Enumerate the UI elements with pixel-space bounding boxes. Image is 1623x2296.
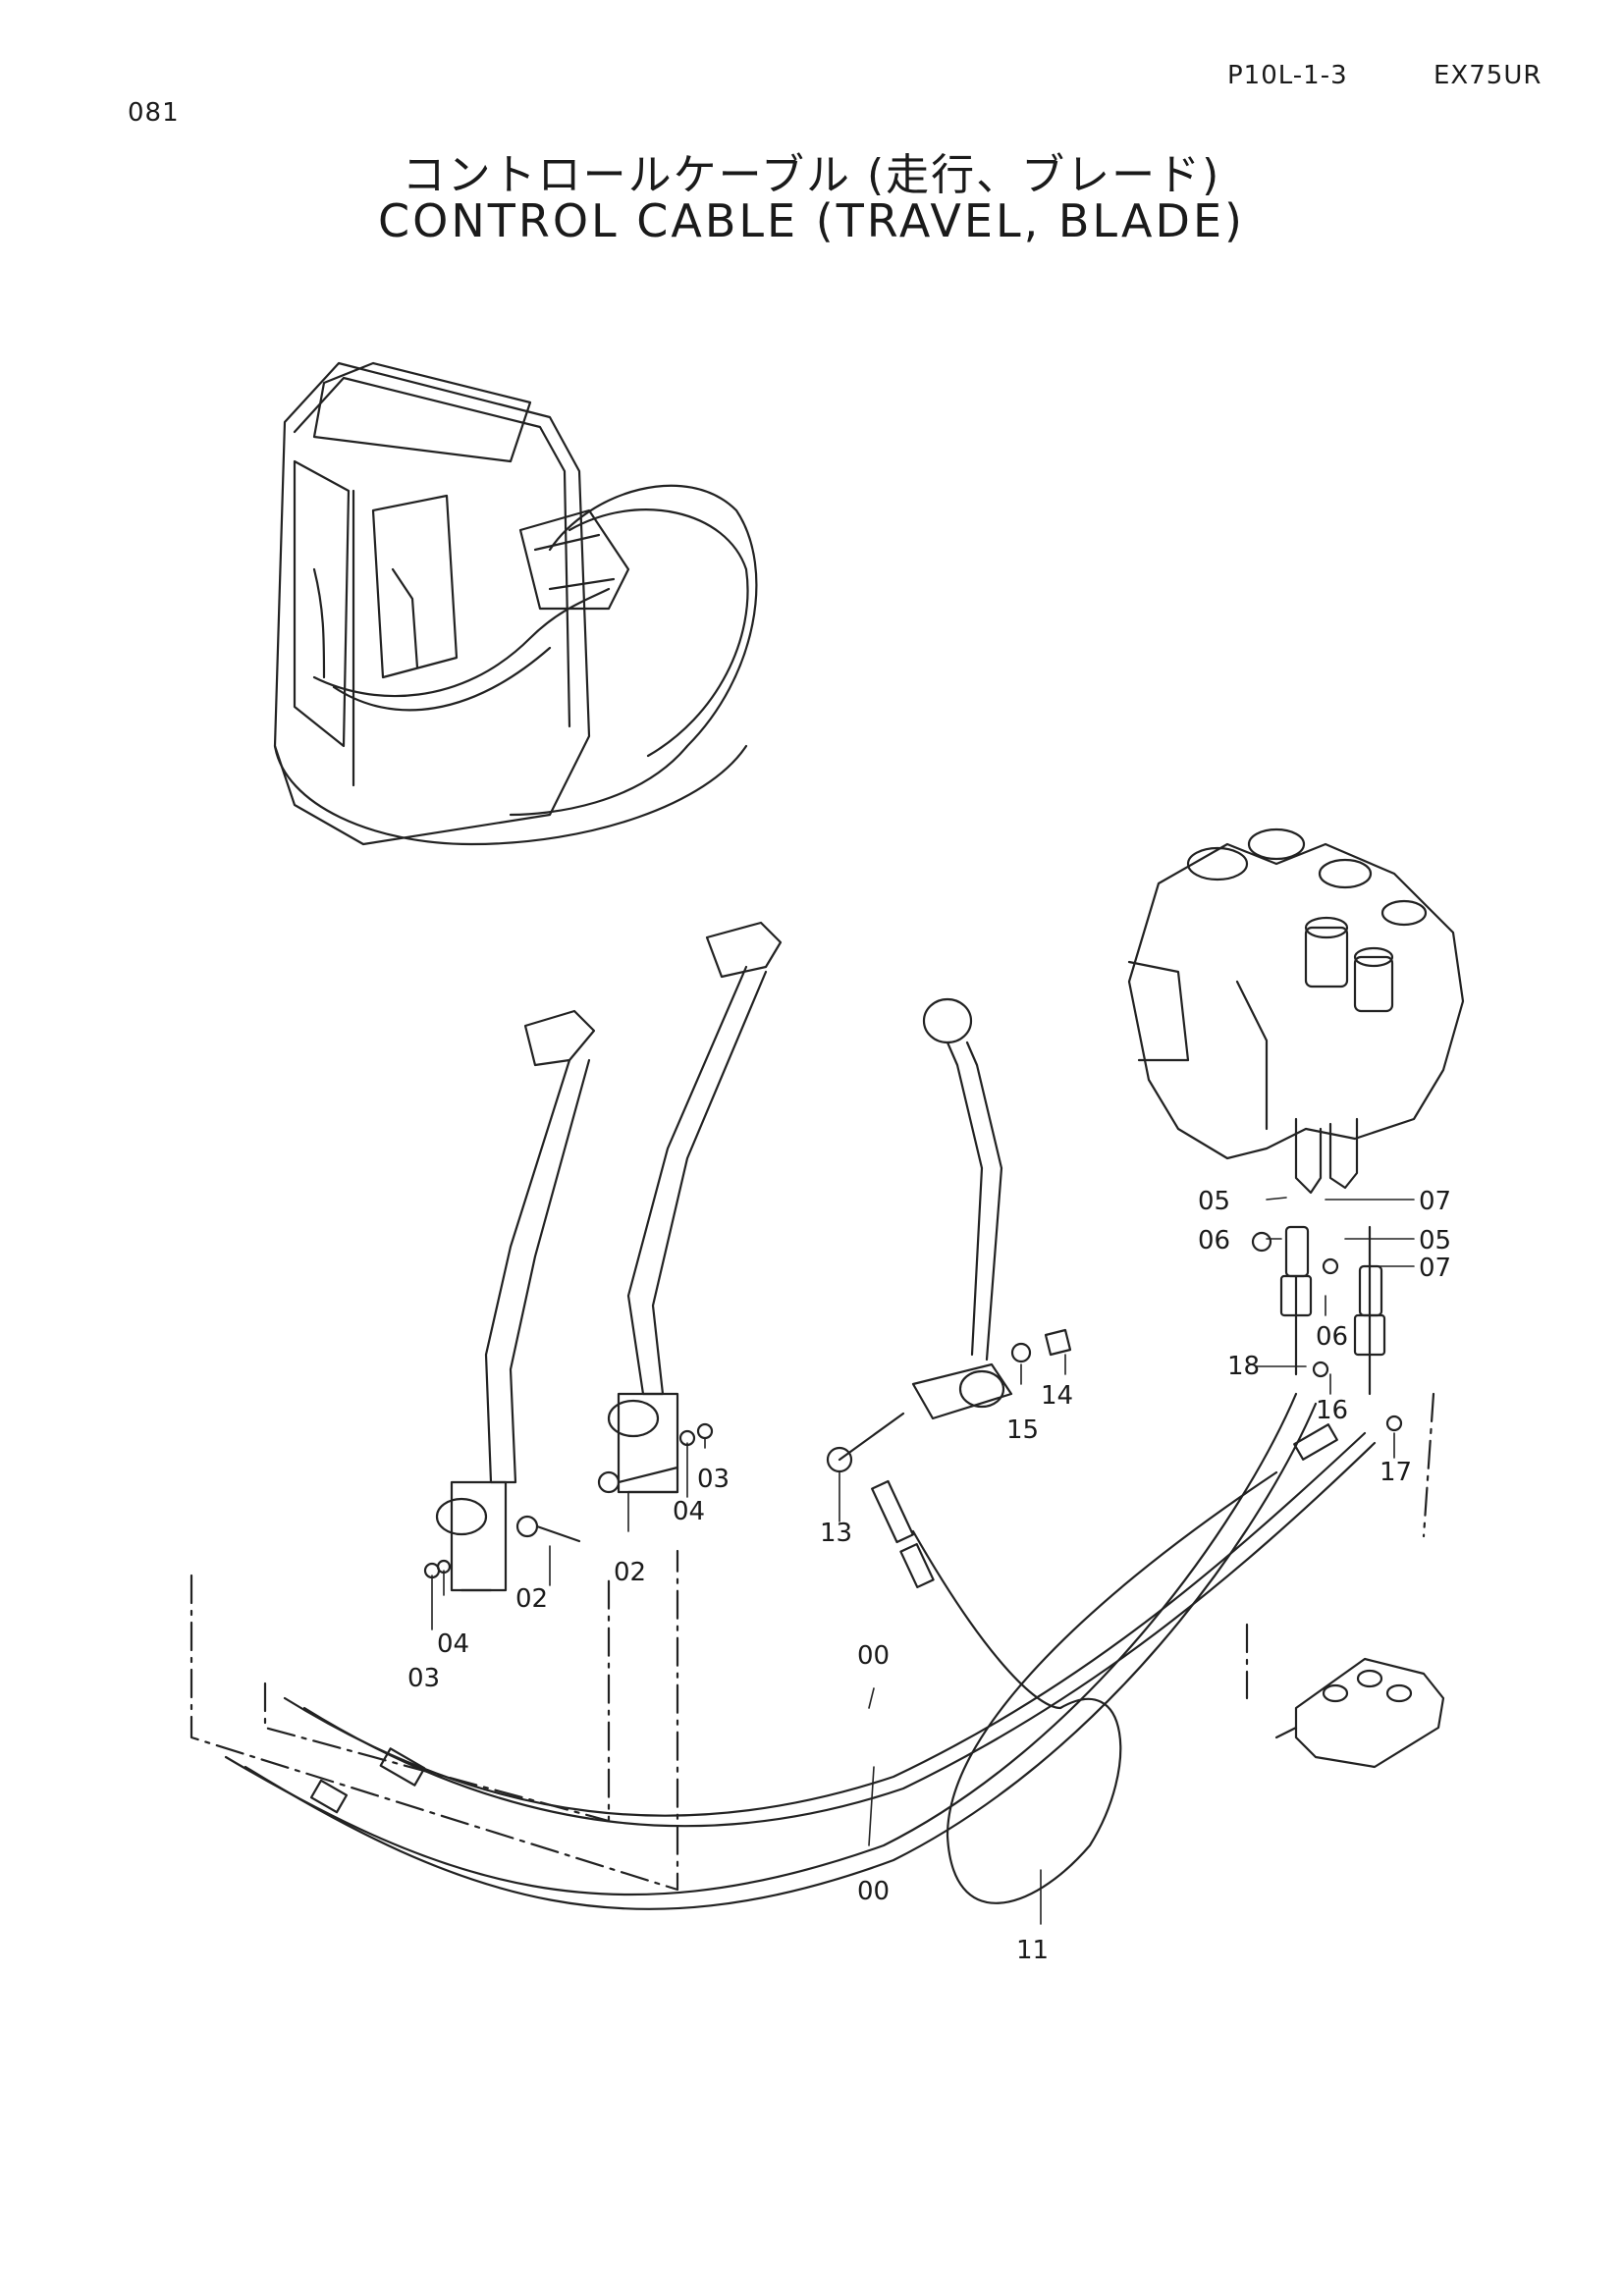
callout-03: 03	[407, 1664, 440, 1693]
assembly-frames	[189, 1392, 1435, 1892]
cables	[224, 1225, 1377, 1910]
small-parts	[423, 1231, 1403, 1579]
callout-16: 16	[1316, 1396, 1348, 1425]
control-valve	[1127, 828, 1465, 1195]
callout-02: 02	[515, 1584, 548, 1614]
callout-00: 00	[857, 1877, 890, 1906]
travel-lever-right	[607, 921, 783, 1494]
cable-fittings	[309, 1225, 1386, 1814]
callout-05: 05	[1198, 1187, 1230, 1216]
valve-inset	[1274, 1657, 1445, 1769]
callout-06: 06	[1316, 1322, 1348, 1352]
callout-04: 04	[673, 1497, 705, 1526]
blade-lever	[911, 997, 1013, 1420]
title-english: CONTROL CABLE (TRAVEL, BLADE)	[378, 194, 1245, 247]
callout-11: 11	[1016, 1936, 1049, 1965]
excavator-overview	[273, 361, 758, 846]
callout-07: 07	[1419, 1187, 1451, 1216]
callout-15: 15	[1006, 1415, 1039, 1445]
callout-04: 04	[437, 1629, 469, 1659]
title-japanese: コントロールケーブル (走行、ブレード)	[402, 150, 1221, 200]
leader-lines	[431, 1197, 1415, 1925]
callout-03: 03	[697, 1465, 730, 1494]
model-name: EX75UR	[1434, 61, 1542, 90]
callout-17: 17	[1380, 1458, 1412, 1487]
callout-00: 00	[857, 1641, 890, 1671]
callout-07: 07	[1419, 1254, 1451, 1283]
callout-labels: 05 06 07 05 07 06 18 16 17 14 15 13 03 0…	[407, 1187, 1451, 1965]
callout-06: 06	[1198, 1226, 1230, 1255]
callout-18: 18	[1227, 1352, 1260, 1381]
travel-lever-left	[435, 1009, 596, 1592]
callout-05: 05	[1419, 1226, 1451, 1255]
page-number: 081	[128, 98, 180, 128]
callout-13: 13	[820, 1519, 852, 1548]
callout-02: 02	[614, 1558, 646, 1587]
callout-14: 14	[1041, 1381, 1073, 1411]
part-code: P10L-1-3	[1227, 61, 1348, 90]
